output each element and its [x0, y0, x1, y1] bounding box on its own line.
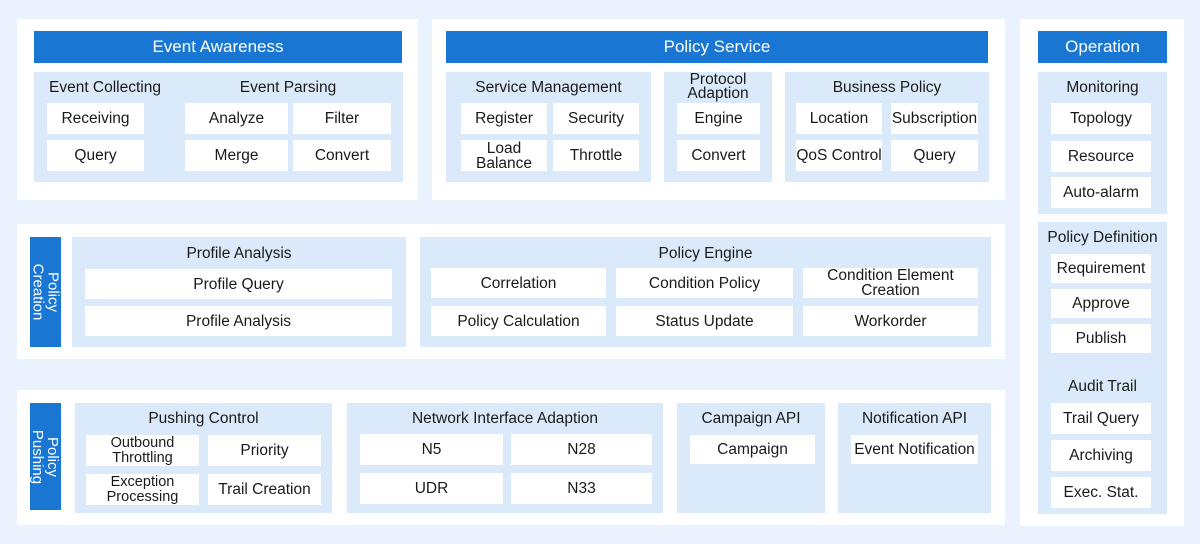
condition-policy-box: Condition Policy: [616, 268, 793, 298]
event-awareness-header: Event Awareness: [34, 31, 402, 63]
policy-calculation-box: Policy Calculation: [431, 306, 606, 336]
service-management-group: Service Management Register Security Loa…: [446, 72, 651, 182]
qos-control-box: QoS Control: [796, 140, 882, 171]
policy-pushing-header: Policy Pushing: [29, 403, 62, 510]
policy-pushing-panel: Policy Pushing Pushing Control Outbound …: [17, 390, 1005, 525]
outbound-throttling-box: Outbound Throttling: [86, 435, 199, 466]
event-parsing-group: Event Parsing Analyze Filter Merge Conve…: [173, 72, 403, 182]
group-title: Notification API: [861, 410, 968, 427]
status-update-box: Status Update: [616, 306, 793, 336]
group-title: Service Management: [475, 79, 622, 96]
resource-box: Resource: [1051, 141, 1151, 172]
trail-creation-box: Trail Creation: [208, 474, 321, 505]
profile-query-box: Profile Query: [85, 269, 392, 299]
convert-box: Convert: [293, 140, 391, 171]
approve-box: Approve: [1051, 289, 1151, 318]
policy-service-header: Policy Service: [446, 31, 988, 63]
receiving-box: Receiving: [47, 103, 144, 134]
archiving-box: Archiving: [1051, 440, 1151, 471]
event-awareness-panel: Event Awareness Event Collecting Receivi…: [17, 19, 418, 200]
group-title: Business Policy: [832, 79, 942, 96]
subscription-box: Subscription: [891, 103, 978, 134]
policy-pushing-title: Policy Pushing: [29, 429, 62, 484]
policy-creation-title: Policy Creation: [29, 263, 62, 321]
exception-processing-box: Exception Processing: [86, 474, 199, 505]
operation-header: Operation: [1038, 31, 1167, 63]
policy-engine-group: Policy Engine Correlation Condition Poli…: [420, 237, 991, 347]
policy-creation-header: Policy Creation: [29, 237, 62, 347]
correlation-box: Correlation: [431, 268, 606, 298]
priority-box: Priority: [208, 435, 321, 466]
udr-box: UDR: [360, 473, 503, 504]
group-title: Profile Analysis: [186, 245, 292, 262]
event-notification-box: Event Notification: [851, 435, 978, 464]
campaign-box: Campaign: [690, 435, 815, 464]
audit-trail-group: Audit Trail Trail Query Archiving Exec. …: [1038, 371, 1167, 514]
location-box: Location: [796, 103, 882, 134]
security-box: Security: [553, 103, 639, 134]
trail-query-box: Trail Query: [1051, 403, 1151, 434]
convert-box: Convert: [677, 140, 760, 171]
group-title: Pushing Control: [148, 410, 259, 427]
condition-element-creation-box: Condition Element Creation: [803, 268, 978, 298]
notification-api-group: Notification API Event Notification: [838, 403, 991, 513]
analyze-box: Analyze: [185, 103, 288, 134]
protocol-adaption-group: Protocol Adaption Engine Convert: [664, 72, 772, 182]
policy-service-panel: Policy Service Service Management Regist…: [432, 19, 1005, 200]
query-box: Query: [891, 140, 978, 171]
n5-box: N5: [360, 434, 503, 465]
policy-creation-panel: Policy Creation Profile Analysis Profile…: [17, 224, 1005, 359]
auto-alarm-box: Auto-alarm: [1051, 177, 1151, 208]
group-title: Event Parsing: [239, 79, 337, 96]
engine-box: Engine: [677, 103, 760, 134]
business-policy-group: Business Policy Location Subscription Qo…: [785, 72, 989, 182]
workorder-box: Workorder: [803, 306, 978, 336]
group-title: Policy Engine: [658, 245, 753, 262]
policy-definition-group: Policy Definition Requirement Approve Pu…: [1038, 222, 1167, 381]
filter-box: Filter: [293, 103, 391, 134]
pushing-control-group: Pushing Control Outbound Throttling Prio…: [75, 403, 332, 513]
group-title: Network Interface Adaption: [411, 410, 599, 427]
operation-panel: Operation Monitoring Topology Resource A…: [1020, 19, 1184, 526]
throttle-box: Throttle: [553, 140, 639, 171]
query-box: Query: [47, 140, 144, 171]
profile-analysis-group: Profile Analysis Profile Query Profile A…: [72, 237, 406, 347]
campaign-api-group: Campaign API Campaign: [677, 403, 825, 513]
network-interface-adaption-group: Network Interface Adaption N5 N28 UDR N3…: [347, 403, 663, 513]
register-box: Register: [461, 103, 547, 134]
event-collecting-group: Event Collecting Receiving Query: [34, 72, 176, 182]
n33-box: N33: [511, 473, 652, 504]
group-title: Protocol Adaption: [687, 71, 749, 102]
group-title: Policy Definition: [1047, 229, 1158, 246]
requirement-box: Requirement: [1051, 254, 1151, 283]
load-balance-box: Load Balance: [461, 140, 547, 171]
monitoring-group: Monitoring Topology Resource Auto-alarm: [1038, 72, 1167, 214]
topology-box: Topology: [1051, 103, 1151, 134]
merge-box: Merge: [185, 140, 288, 171]
group-title: Event Collecting: [48, 79, 161, 96]
n28-box: N28: [511, 434, 652, 465]
profile-analysis-box: Profile Analysis: [85, 306, 392, 336]
exec-stat-box: Exec. Stat.: [1051, 477, 1151, 508]
publish-box: Publish: [1051, 324, 1151, 353]
group-title: Monitoring: [1066, 79, 1139, 96]
group-title: Campaign API: [701, 410, 801, 427]
group-title: Audit Trail: [1068, 378, 1137, 395]
